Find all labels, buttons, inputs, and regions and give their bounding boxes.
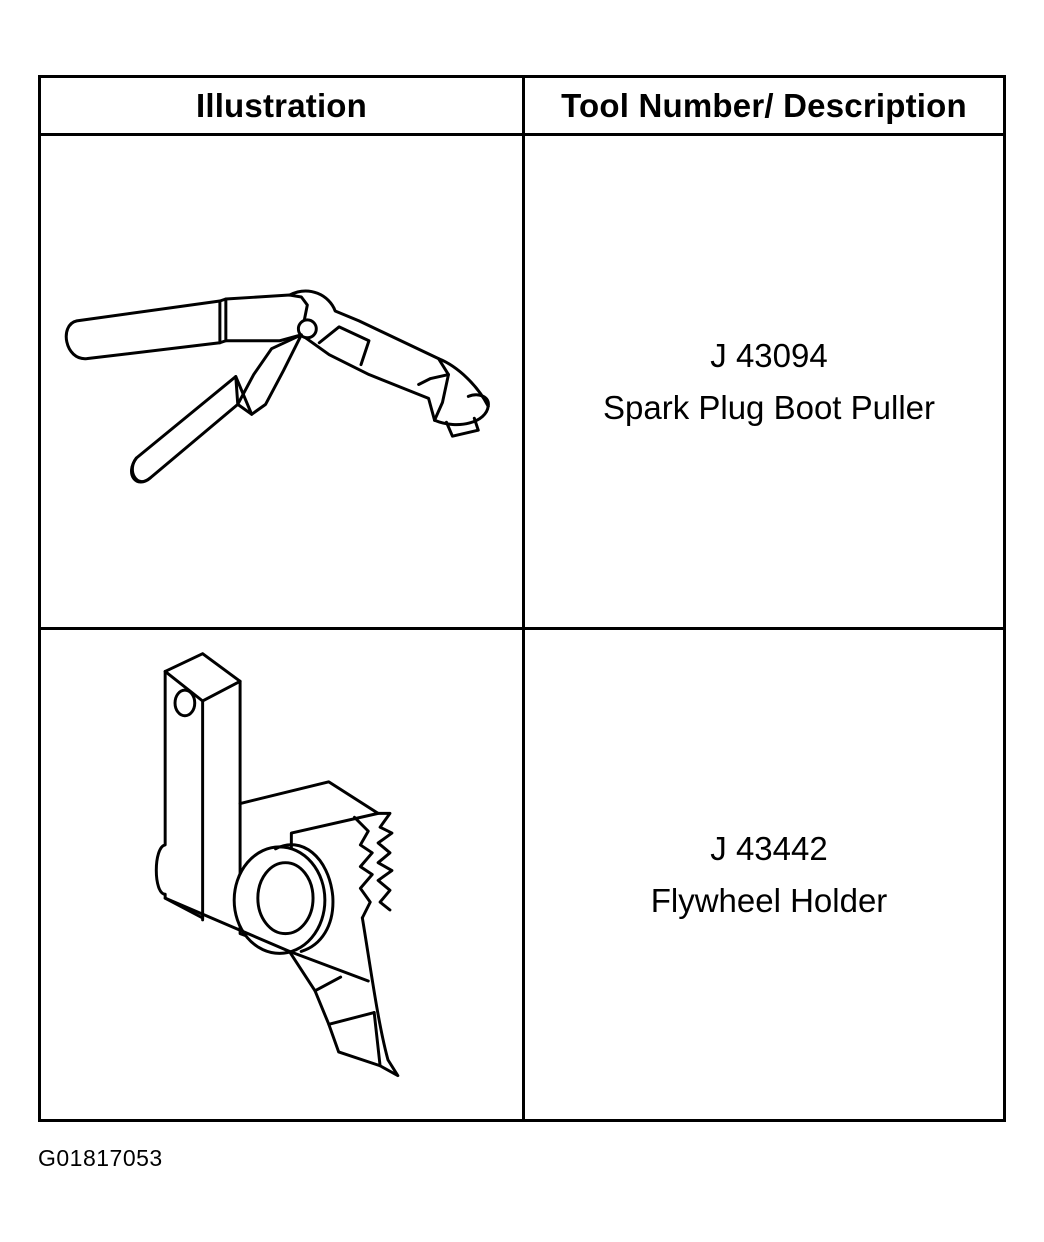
- tool-number: J 43094: [710, 336, 828, 374]
- figure-code: G01817053: [38, 1145, 163, 1171]
- description-cell-row-2: J 43442 Flywheel Holder: [525, 630, 1003, 1119]
- spark-plug-boot-puller-icon: [64, 289, 490, 484]
- tool-table: Illustration Tool Number/ Description: [38, 75, 1006, 1122]
- tool-number: J 43442: [710, 829, 828, 867]
- tool-name: Spark Plug Boot Puller: [602, 388, 935, 426]
- illustration-cell-row-2: [41, 630, 525, 1119]
- tool-name: Flywheel Holder: [650, 881, 888, 919]
- flywheel-holder-icon: [154, 652, 400, 1078]
- header-illustration: Illustration: [41, 78, 525, 136]
- header-tool-description: Tool Number/ Description: [525, 78, 1003, 136]
- illustration-cell-row-1: [41, 136, 525, 630]
- description-cell-row-1: J 43094 Spark Plug Boot Puller: [525, 136, 1003, 630]
